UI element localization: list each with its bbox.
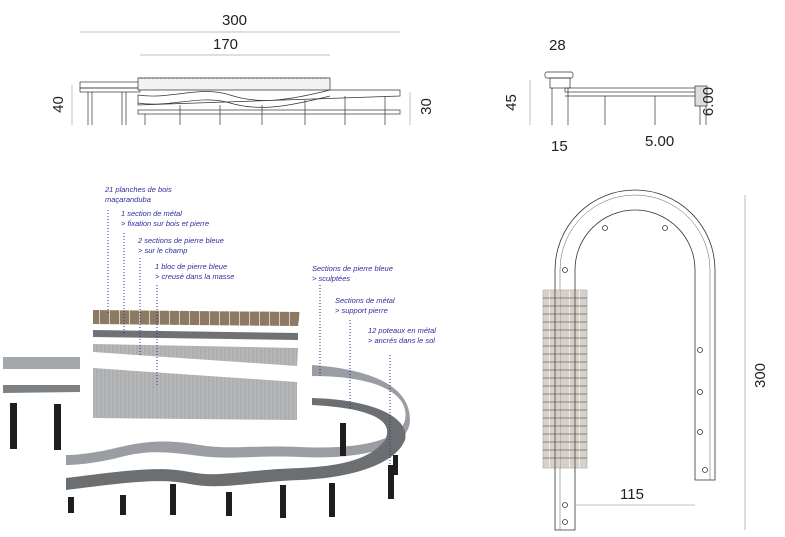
dim-inner-width: 115 — [620, 486, 644, 503]
dim-right-height: 30 — [417, 98, 435, 115]
label-line: > ancrés dans le sol — [368, 336, 435, 345]
label-stone-block: 1 bloc de pierre bleue> creusé dans la m… — [155, 262, 234, 282]
label-metal-posts: 12 poteaux en métal> ancrés dans le sol — [368, 326, 436, 346]
side-view — [529, 71, 708, 125]
label-line: > support pierre — [335, 306, 388, 315]
label-line: maçaranduba — [105, 195, 151, 204]
label-line: > sur le champ — [138, 246, 188, 255]
dim-overall-length: 300 — [222, 12, 248, 29]
exploded-view — [3, 210, 410, 518]
elevation-view — [71, 31, 411, 125]
dim-side-height: 45 — [502, 94, 520, 111]
dim-top-width: 28 — [549, 37, 566, 54]
dim-left-height: 40 — [49, 96, 67, 113]
label-metal-section: 1 section de métal> fixation sur bois et… — [121, 209, 209, 229]
label-line: Sections de métal — [335, 296, 395, 305]
label-line: > creusé dans la masse — [155, 272, 235, 281]
label-line: 12 poteaux en métal — [368, 326, 436, 335]
label-line: 2 sections de pierre bleue — [138, 236, 224, 245]
label-metal-support: Sections de métal> support pierre — [335, 296, 395, 316]
label-stone-sections: 2 sections de pierre bleue> sur le champ — [138, 236, 224, 256]
label-sculpted-stone: Sections de pierre bleue> sculptées — [312, 264, 393, 284]
label-line: 21 planches de bois — [105, 185, 172, 194]
dim-right: 6.00 — [700, 86, 718, 117]
plan-view — [542, 189, 746, 531]
dim-span: 5.00 — [645, 133, 675, 150]
label-line: 1 section de métal — [121, 209, 182, 218]
dim-wood-length: 170 — [213, 36, 239, 53]
label-line: > sculptées — [312, 274, 351, 283]
dim-plan-length: 300 — [752, 362, 770, 389]
label-line: 1 bloc de pierre bleue — [155, 262, 228, 271]
label-line: Sections de pierre bleue — [312, 264, 393, 273]
label-line: > fixation sur bois et pierre — [121, 219, 210, 228]
dim-bottom: 15 — [551, 138, 568, 155]
